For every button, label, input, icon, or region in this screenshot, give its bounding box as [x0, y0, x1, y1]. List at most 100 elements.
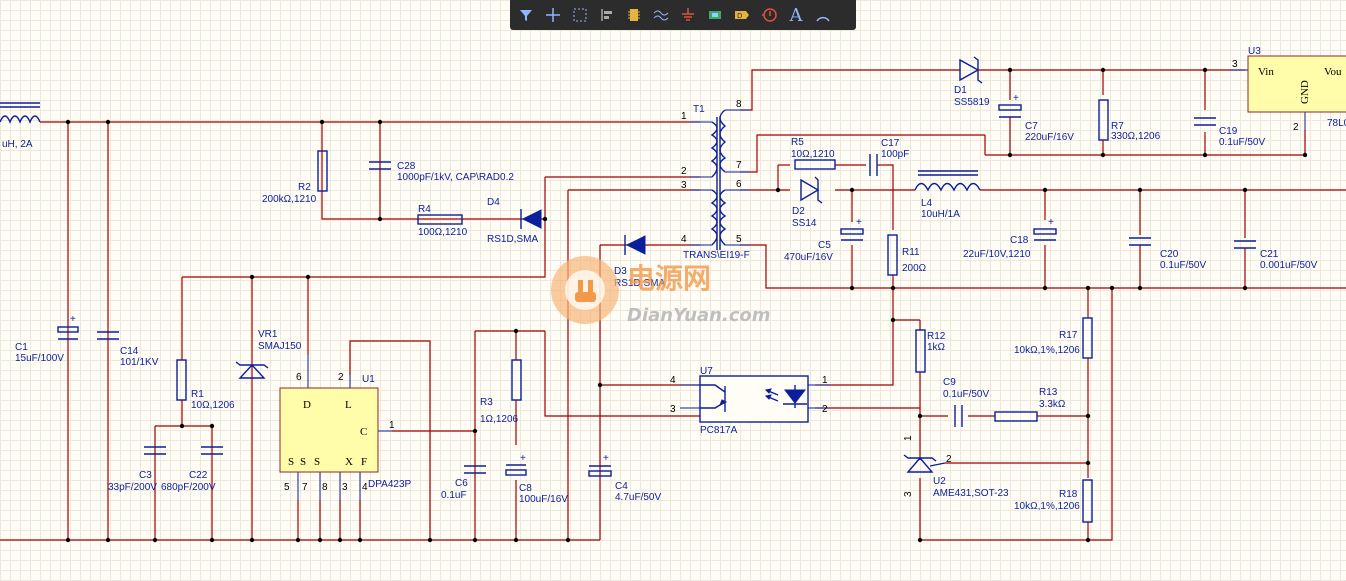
resistor-r4[interactable]: R4 100Ω,1210 — [417, 204, 468, 238]
svg-text:S: S — [288, 456, 294, 468]
component-tool-button[interactable] — [622, 3, 646, 27]
svg-text:X: X — [345, 456, 353, 468]
svg-text:3: 3 — [1232, 59, 1238, 70]
capacitor-c3[interactable]: C3 33pF/200V — [108, 446, 166, 493]
c1-value: 15uF/100V — [15, 353, 64, 364]
c6-value: 0.1uF — [441, 490, 467, 501]
align-tool-button[interactable] — [595, 3, 619, 27]
c7-value: 220uF/16V — [1025, 132, 1074, 143]
svg-text:6: 6 — [296, 372, 302, 383]
u2-ref: U2 — [933, 476, 946, 487]
capacitor-c22[interactable]: C22 680pF/200V — [161, 446, 223, 493]
svg-text:GND: GND — [1299, 80, 1311, 104]
inductor-l4[interactable]: L4 10uH/1A — [914, 170, 981, 220]
watermark: 电源网 DianYuan.com — [545, 250, 815, 345]
resistor-r18[interactable]: R18 10kΩ,1%,1206 — [1014, 479, 1093, 523]
bus-tool-button[interactable] — [703, 3, 727, 27]
c8-ref: C8 — [519, 483, 532, 494]
resistor-r2[interactable]: R2 200kΩ,1210 — [262, 150, 328, 205]
capacitor-c14[interactable]: C14 101/1KV — [97, 331, 159, 368]
align-icon — [601, 9, 612, 21]
u1-value: DPA423P — [368, 479, 412, 490]
svg-text:3: 3 — [342, 482, 348, 493]
r4-value: 100Ω,1210 — [418, 227, 468, 238]
svg-text:3: 3 — [681, 180, 687, 191]
resistor-r1[interactable]: R1 10Ω,1206 — [176, 359, 235, 411]
capacitor-c17[interactable]: C17 100pF — [869, 138, 909, 176]
optocoupler-u7[interactable]: 4 3 1 2 U7 PC817A — [670, 366, 830, 436]
resistor-r5[interactable]: R5 10Ω,1210 — [791, 137, 836, 170]
svg-text:F: F — [361, 456, 367, 468]
resistor-r17[interactable]: R17 10kΩ,1%,1206 — [1014, 317, 1093, 359]
ic-u1[interactable]: 6 2 1 5 7 8 3 4 D L C S S S X F U1 DPA42… — [279, 355, 412, 500]
r2-ref: R2 — [298, 182, 311, 193]
r18-ref: R18 — [1059, 489, 1078, 500]
c19-ref: C19 — [1219, 126, 1238, 137]
u7-value: PC817A — [700, 425, 738, 436]
arc-tool-button[interactable] — [811, 3, 835, 27]
svg-text:7: 7 — [736, 160, 742, 171]
svg-text:5: 5 — [284, 482, 290, 493]
svg-text:2: 2 — [946, 454, 952, 465]
capacitor-c6[interactable]: C6 0.1uF — [441, 465, 486, 501]
junctions — [65, 67, 1308, 543]
resistor-r13[interactable]: R13 3.3kΩ — [994, 387, 1066, 422]
resistor-r12[interactable]: R12 1kΩ — [915, 329, 946, 373]
diode-d2[interactable]: D2 SS14 — [792, 176, 823, 229]
svg-text:8: 8 — [322, 482, 328, 493]
port-tool-button[interactable] — [757, 3, 781, 27]
filter-icon — [520, 10, 532, 21]
capacitor-c20[interactable]: C20 0.1uF/50V — [1129, 237, 1206, 271]
r3-value: 1Ω,1206 — [480, 414, 519, 425]
c20-ref: C20 — [1160, 249, 1179, 260]
net-label-tool-button[interactable]: D — [730, 3, 754, 27]
capacitor-c21[interactable]: C21 0.001uF/50V — [1234, 240, 1318, 271]
input-inductor[interactable]: uH, 2A — [0, 102, 41, 150]
shunt-regulator-u2[interactable]: 1 2 3 U2 AME431,SOT-23 — [903, 435, 1009, 499]
capacitor-c18[interactable]: + C18 22uF/10V,1210 — [963, 217, 1057, 260]
c22-ref: C22 — [189, 470, 208, 481]
diode-d1[interactable]: D1 SS5819 — [954, 56, 995, 108]
c7-ref: C7 — [1025, 121, 1038, 132]
r7-value: 330Ω,1206 — [1111, 131, 1161, 142]
capacitor-c5[interactable]: + C5 470uF/16V — [784, 217, 864, 263]
text-tool-button[interactable]: A — [784, 3, 808, 27]
svg-text:4: 4 — [670, 375, 676, 386]
svg-text:2: 2 — [338, 372, 344, 383]
resistor-r3[interactable]: R3 1Ω,1206 — [480, 359, 522, 425]
diode-d3[interactable]: D3 RS1D,SMA — [614, 235, 665, 289]
c14-value: 101/1KV — [120, 357, 159, 368]
capacitor-c7[interactable]: + C7 220uF/16V — [998, 93, 1074, 143]
tvs-vr1[interactable]: VR1 SMAJ150 — [235, 329, 302, 379]
c19-value: 0.1uF/50V — [1219, 137, 1265, 148]
svg-text:4: 4 — [681, 234, 687, 245]
svg-text:Vou: Vou — [1324, 66, 1342, 78]
svg-text:+: + — [1048, 217, 1054, 228]
transformer-t1[interactable]: 1 2 3 4 8 7 6 5 T1 TRANS\EI19-F — [681, 99, 750, 261]
c5-value: 470uF/16V — [784, 252, 833, 263]
svg-text:Vin: Vin — [1258, 66, 1274, 78]
diode-d4[interactable]: D4 RS1D,SMA — [487, 197, 542, 245]
capacitor-c4[interactable]: + C4 4.7uF/50V — [588, 453, 661, 503]
capacitor-c28[interactable]: C28 1000pF/1kV, CAP\RAD0.2 — [369, 161, 514, 183]
ground-tool-button[interactable] — [676, 3, 700, 27]
svg-text:D: D — [303, 399, 311, 411]
crosshair-tool-button[interactable] — [541, 3, 565, 27]
resistor-r11[interactable]: R11 200Ω — [887, 234, 927, 276]
select-rect-tool-button[interactable] — [568, 3, 592, 27]
component-icon — [628, 9, 640, 21]
capacitor-c8[interactable]: + C8 100uF/16V — [505, 453, 568, 505]
regulator-u3[interactable]: 3 2 Vin Vou GND U3 78L0 — [1230, 46, 1346, 133]
capacitor-c9[interactable]: C9 0.1uF/50V — [943, 377, 989, 427]
r12-ref: R12 — [927, 331, 946, 342]
svg-text:1: 1 — [389, 420, 395, 431]
filter-tool-button[interactable] — [514, 3, 538, 27]
resistor-r7[interactable]: R7 330Ω,1206 — [1098, 99, 1161, 142]
wire-tool-button[interactable] — [649, 3, 673, 27]
d3-value: RS1D,SMA — [614, 278, 665, 289]
l4-value: 10uH/1A — [921, 209, 960, 220]
c21-value: 0.001uF/50V — [1260, 260, 1318, 271]
capacitor-c1[interactable]: + C1 15uF/100V — [15, 314, 79, 364]
capacitor-c19[interactable]: C19 0.1uF/50V — [1194, 117, 1265, 148]
